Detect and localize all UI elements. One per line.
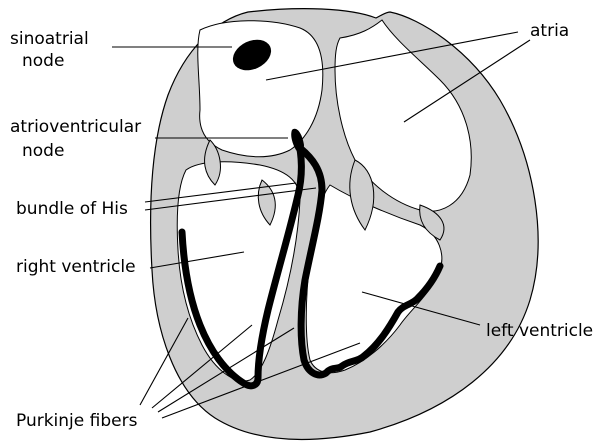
label-atria: atria	[530, 21, 569, 41]
label-left-ventricle: left ventricle	[486, 321, 593, 341]
label-av-line2: node	[22, 141, 64, 161]
label-sinoatrial-line2: node	[22, 51, 64, 71]
label-sinoatrial-line1: sinoatrial	[10, 29, 89, 49]
label-right-ventricle: right ventricle	[16, 257, 136, 277]
label-av-line1: atrioventricular	[10, 117, 141, 137]
label-purkinje-fibers: Purkinje fibers	[16, 411, 138, 431]
label-bundle-of-his: bundle of His	[16, 199, 128, 219]
